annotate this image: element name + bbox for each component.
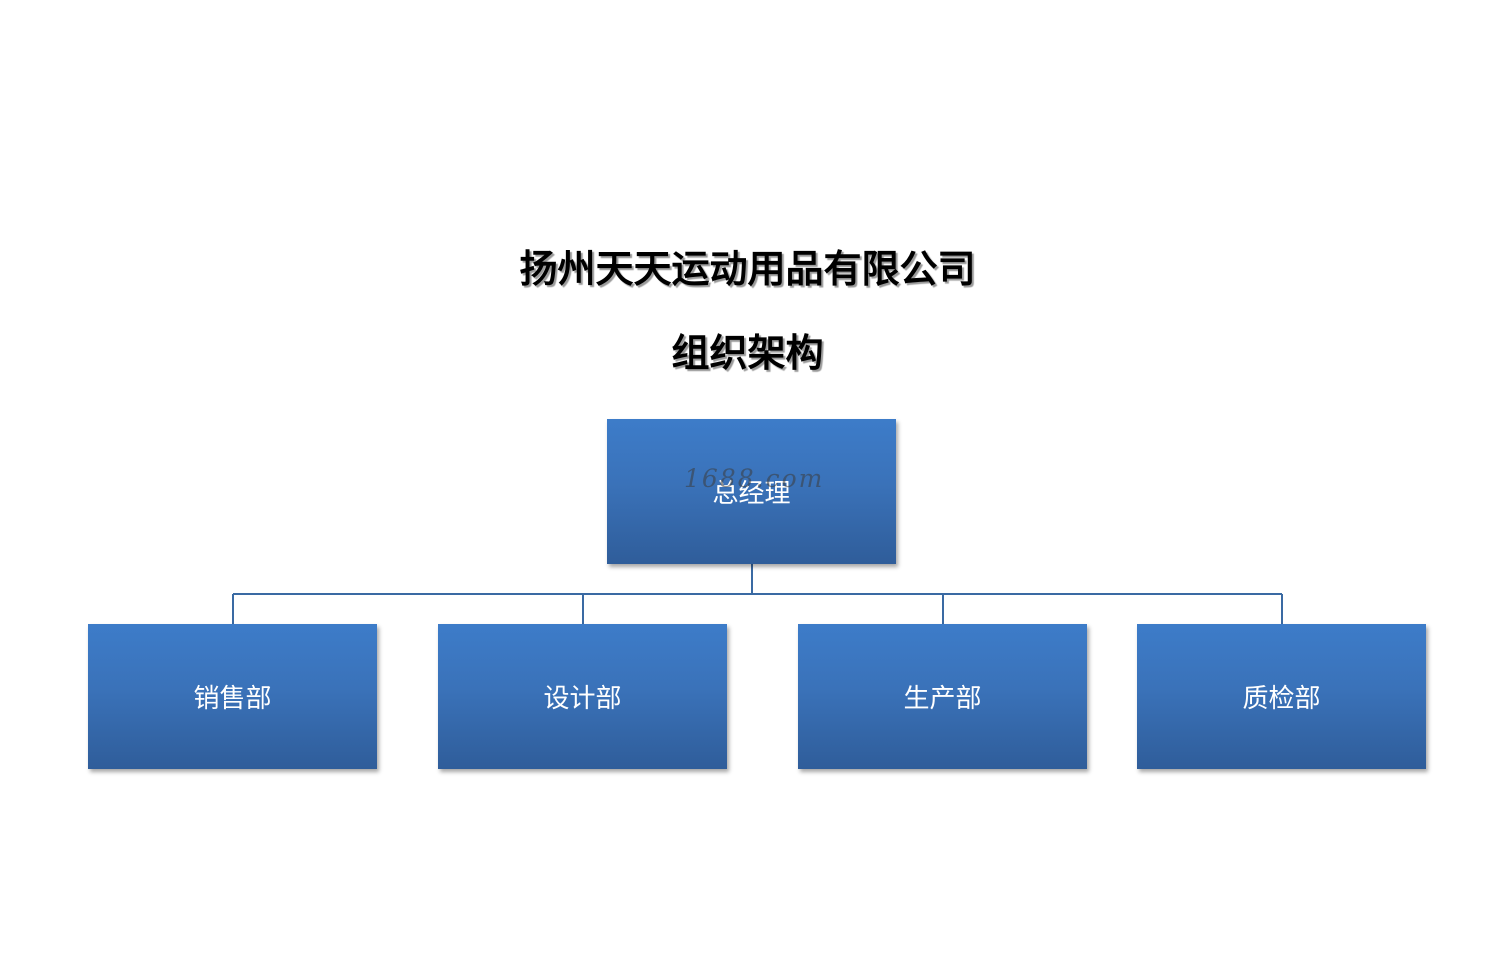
org-node-quality-control[interactable]: 质检部 bbox=[1137, 624, 1426, 769]
org-node-label: 总经理 bbox=[712, 479, 791, 509]
page-subtitle: 组织架构 bbox=[671, 331, 824, 375]
org-node-label: 质检部 bbox=[1242, 684, 1321, 714]
org-node-general-manager[interactable]: 总经理 bbox=[607, 419, 896, 564]
company-title: 扬州天天运动用品有限公司 bbox=[519, 247, 976, 291]
org-node-label: 销售部 bbox=[193, 684, 272, 714]
org-node-sales[interactable]: 销售部 bbox=[88, 624, 377, 769]
org-node-label: 生产部 bbox=[903, 684, 982, 714]
org-node-label: 设计部 bbox=[543, 684, 622, 714]
org-node-design[interactable]: 设计部 bbox=[438, 624, 727, 769]
org-node-production[interactable]: 生产部 bbox=[798, 624, 1087, 769]
